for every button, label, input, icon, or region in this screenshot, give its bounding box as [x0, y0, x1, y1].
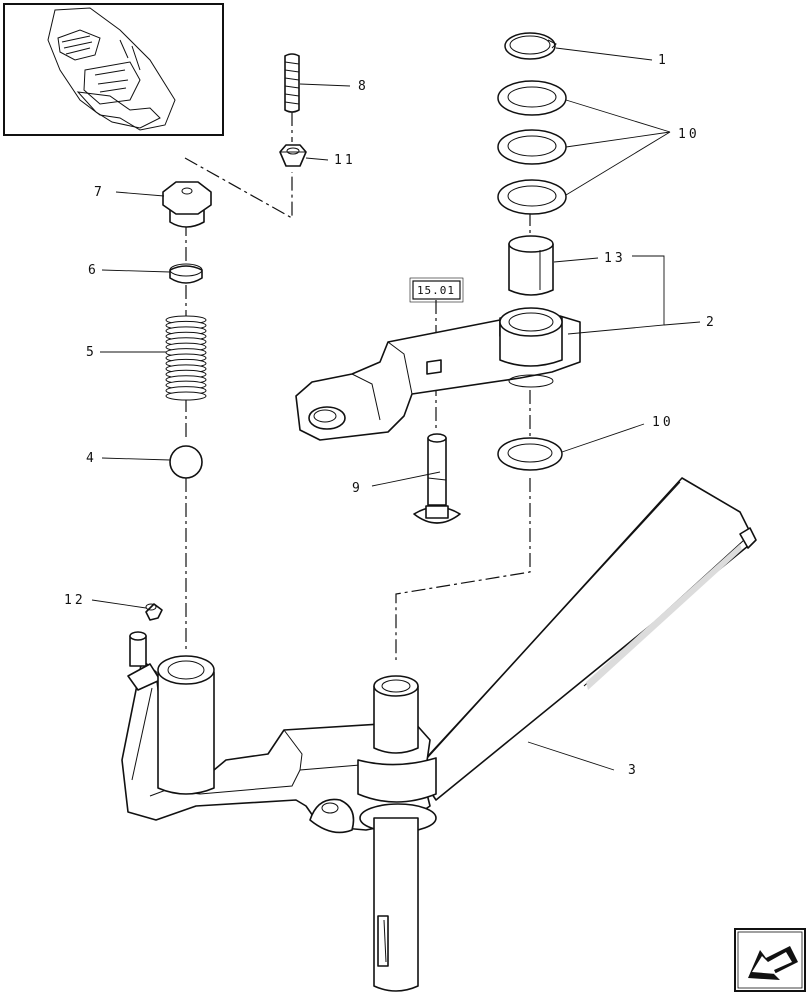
- callout-8: 8: [358, 79, 369, 94]
- part-9-bolt: [413, 433, 461, 524]
- part-1-snap-ring: [504, 32, 557, 60]
- part-12-grease-nipple: [145, 603, 163, 621]
- part-10-washer-lower: [497, 437, 563, 471]
- reference-box-label: 15.01: [417, 284, 455, 297]
- part-2-arm: [295, 307, 581, 441]
- callout-13: 13: [604, 251, 626, 266]
- part-7-plug: [162, 181, 212, 228]
- callout-10-lower: 10: [652, 415, 674, 430]
- callout-11: 11: [334, 153, 356, 168]
- callout-5: 5: [86, 345, 97, 360]
- callout-labels: 1 2 3 4 5 6 7 8 9 10 10 11 12 13: [64, 53, 717, 778]
- part-8-stud: [284, 53, 300, 113]
- location-thumbnail: [3, 3, 224, 136]
- callout-9: 9: [352, 481, 363, 496]
- callout-7: 7: [94, 185, 105, 200]
- callout-1: 1: [658, 53, 669, 68]
- part-11-nut: [279, 144, 307, 167]
- leader-lines: [91, 47, 701, 771]
- callout-6: 6: [88, 263, 99, 278]
- part-10-washer-stack: [497, 80, 567, 215]
- center-lines: [184, 112, 531, 660]
- reference-box[interactable]: 15.01: [409, 277, 464, 303]
- callout-10-top: 10: [678, 127, 700, 142]
- part-3-frame: [121, 477, 757, 992]
- callout-12: 12: [64, 593, 86, 608]
- part-5-spring: [165, 315, 207, 401]
- callout-3: 3: [628, 763, 639, 778]
- callout-2: 2: [706, 315, 717, 330]
- part-6-disc: [169, 263, 203, 284]
- part-13-bushing: [508, 235, 554, 296]
- next-page-arrow-icon[interactable]: [734, 928, 806, 992]
- callout-4: 4: [86, 451, 97, 466]
- part-4-ball: [169, 445, 203, 479]
- spring-coil: [165, 391, 207, 401]
